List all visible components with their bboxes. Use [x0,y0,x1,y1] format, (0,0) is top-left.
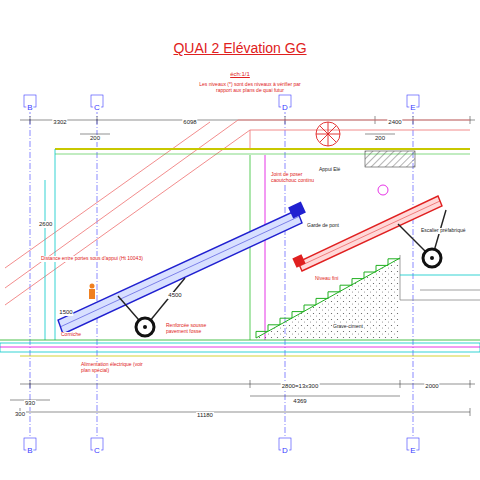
label-anchor: Les niveaux (*) sont des niveaux à vérif… [194,82,306,94]
label-anchor: Garde de pont [306,213,340,231]
hatched-support [365,151,415,167]
annotation: Escalier préfabriqué [420,228,466,234]
label-anchor: Alimentation électrique (voir plan spéci… [80,362,150,374]
label-anchor: 4369 [292,389,307,407]
annotation: Corniche [60,332,82,338]
dimension-text: 2000 [424,383,439,390]
blue-conveyor [58,202,306,336]
label-anchor: D [281,439,289,457]
dimension-text: 1500 [58,309,73,316]
annotation: Alimentation électrique (voir plan spéci… [80,362,150,374]
dimension-text: 6098 [182,119,197,126]
annotation: Grave-ciment [332,324,364,330]
label-anchor: D [281,96,289,114]
grid-letter: E [409,446,416,455]
dimension-text: 11180 [196,412,214,419]
label-anchor: Corniche [60,322,82,340]
label-anchor: E [409,96,416,114]
grid-letter: C [93,446,101,455]
label-anchor: Renforcée sousse pavement fosse [165,323,213,335]
detail-marker [378,185,388,195]
label-anchor: 3302 [52,110,67,128]
label-anchor: 1500 [58,300,73,318]
annotation: Distance entre portes sous d'appui (Ht 1… [40,256,144,262]
label-anchor: C [93,439,101,457]
label-anchor: 200 [89,126,101,144]
grid-letter: C [93,103,101,112]
dimension-lines [10,116,475,416]
deck-beam [55,148,470,150]
dimension-text: 300 [14,411,26,418]
label-anchor: C [93,96,101,114]
dimension-text: 2800=13x300 [281,383,320,390]
label-anchor: 2400 [387,110,402,128]
annotation: Niveau fini [314,276,339,282]
dimension-text: 4500 [167,292,182,299]
grid-letter: D [281,103,289,112]
dimension-text: 930 [24,400,36,407]
dimension-text: 2600 [38,221,53,228]
label-anchor: E [409,439,416,457]
dimension-text: 200 [374,135,386,142]
label-anchor: 2800=13x300 [281,374,320,392]
label-anchor: B [26,439,33,457]
label-anchor: B [26,96,33,114]
grid-letter: D [281,446,289,455]
annotation: éch:1/1 [229,71,251,78]
stairs [256,258,400,338]
stair-stringer [256,258,400,338]
grid-letter: B [26,446,33,455]
fan-symbol [316,122,340,146]
backfill [256,258,400,338]
label-anchor: 2000 [424,374,439,392]
drawing-title: QUAI 2 Elévation GG [172,40,307,56]
operator-figure [89,284,95,300]
label-anchor: Joint de poser caoutchouc continu [270,172,322,184]
annotation: Renforcée sousse pavement fosse [165,323,213,335]
label-anchor: 300 [14,402,26,420]
dimension-text: 2400 [387,119,402,126]
label-anchor: 930 [24,391,36,409]
dimension-text: 200 [89,135,101,142]
stair-steps [256,259,400,338]
grid-axes [30,108,413,436]
grid-letter: E [409,103,416,112]
grid-letter: B [26,103,33,112]
label-anchor: Distance entre portes sous d'appui (Ht 1… [40,246,144,264]
dimension-text: 4369 [292,398,307,405]
annotation: Garde de pont [306,223,340,229]
structure-outlines [45,149,480,340]
label-anchor: 200 [374,126,386,144]
label-anchor: éch:1/1 [229,62,251,80]
annotation: Les niveaux (*) sont des niveaux à vérif… [194,82,306,94]
label-anchor: 11180 [196,403,214,421]
label-anchor: Niveau fini [314,266,339,284]
label-anchor: 4500 [167,283,182,301]
label-anchor: Grave-ciment [332,314,364,332]
annotation: Joint de poser caoutchouc continu [270,172,322,184]
label-anchor: Escalier préfabriqué [420,218,466,236]
dimension-text: 3302 [52,119,67,126]
title-text: QUAI 2 Elévation GG [172,40,307,56]
label-anchor: 6098 [182,110,197,128]
label-anchor: 2600 [38,212,53,230]
ground-slab [0,340,480,356]
